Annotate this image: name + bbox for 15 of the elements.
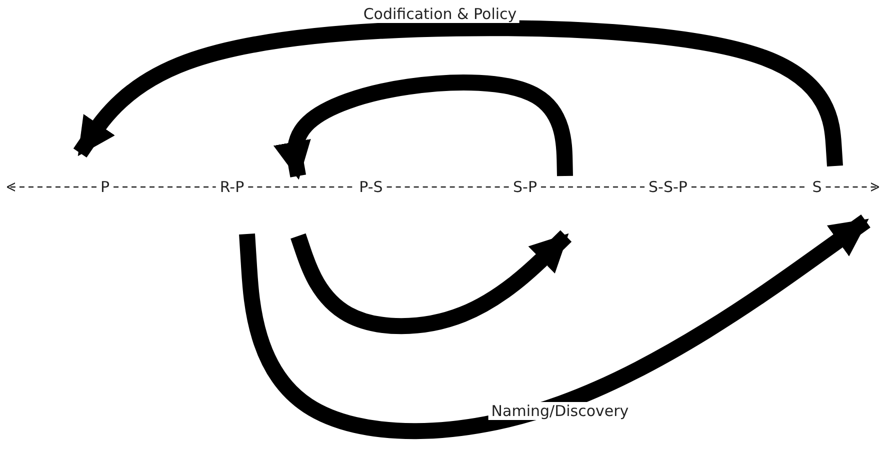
stage-label: S xyxy=(808,178,826,196)
curved-arrow xyxy=(239,214,870,439)
dashed-connector xyxy=(114,186,216,188)
stage-label: R-P xyxy=(216,178,248,196)
stage-label: P xyxy=(96,178,114,196)
dashed-connector xyxy=(386,186,509,188)
curved-arrow xyxy=(273,74,573,180)
curved-arrow xyxy=(73,20,843,166)
dashed-connector xyxy=(6,182,96,192)
stage-label: S-P xyxy=(509,178,541,196)
curved-arrow xyxy=(290,230,572,334)
stage-label: P-S xyxy=(355,178,387,196)
stage-label: S-S-P xyxy=(644,178,692,196)
dashed-connector xyxy=(541,186,645,188)
dashed-connector xyxy=(826,182,880,192)
